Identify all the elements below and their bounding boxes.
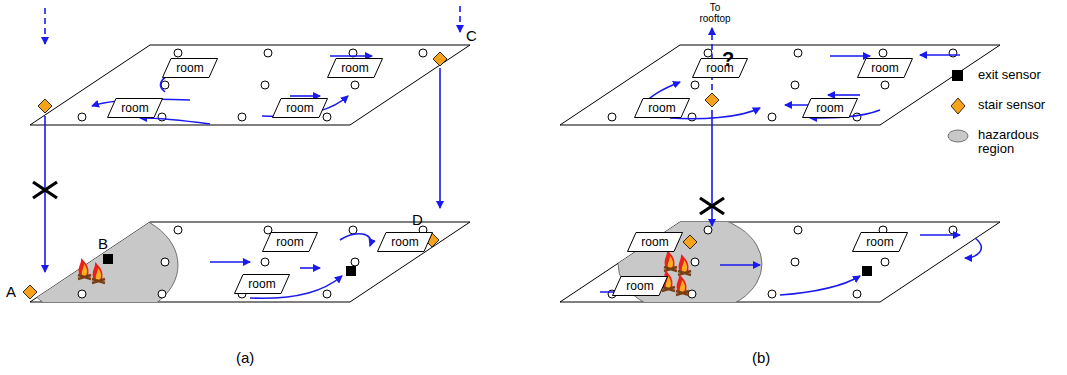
room-box: room <box>234 274 290 294</box>
room-box: room <box>692 58 748 78</box>
room-label: room <box>272 98 328 114</box>
room-box: room <box>634 98 690 118</box>
label: (a) <box>236 350 254 367</box>
room-box: room <box>327 58 383 78</box>
room-box: room <box>802 98 858 118</box>
label: (b) <box>752 350 770 367</box>
label: To rooftop <box>693 2 737 24</box>
label: A <box>6 284 16 301</box>
room-label: room <box>802 98 858 114</box>
room-box: room <box>857 58 913 78</box>
label: B <box>98 236 108 253</box>
room-box: room <box>852 232 908 252</box>
legend-text: exit sensor <box>978 68 1041 82</box>
room-box: room <box>107 98 163 118</box>
room-box: room <box>262 232 318 252</box>
room-label: room <box>234 274 290 290</box>
room-label: room <box>852 232 908 248</box>
room-label: room <box>627 232 683 248</box>
label: D <box>412 212 423 229</box>
room-label: room <box>162 58 218 74</box>
legend-swatch <box>946 66 970 86</box>
room-box: room <box>612 276 668 296</box>
room-label: room <box>634 98 690 114</box>
room-label: room <box>262 232 318 248</box>
room-box: room <box>627 232 683 252</box>
room-label: room <box>612 276 668 292</box>
legend-text: stair sensor <box>978 98 1045 112</box>
room-label: room <box>857 58 913 74</box>
label: C <box>466 28 477 45</box>
legend-text: hazardous region <box>978 128 1062 157</box>
room-box: room <box>377 232 433 252</box>
room-box: room <box>272 98 328 118</box>
legend-swatch <box>946 126 970 146</box>
room-label: room <box>377 232 433 248</box>
room-label: room <box>107 98 163 114</box>
room-label: room <box>692 58 748 74</box>
label: ? <box>722 48 734 70</box>
room-box: room <box>162 58 218 78</box>
legend-swatch <box>946 96 970 116</box>
room-label: room <box>327 58 383 74</box>
